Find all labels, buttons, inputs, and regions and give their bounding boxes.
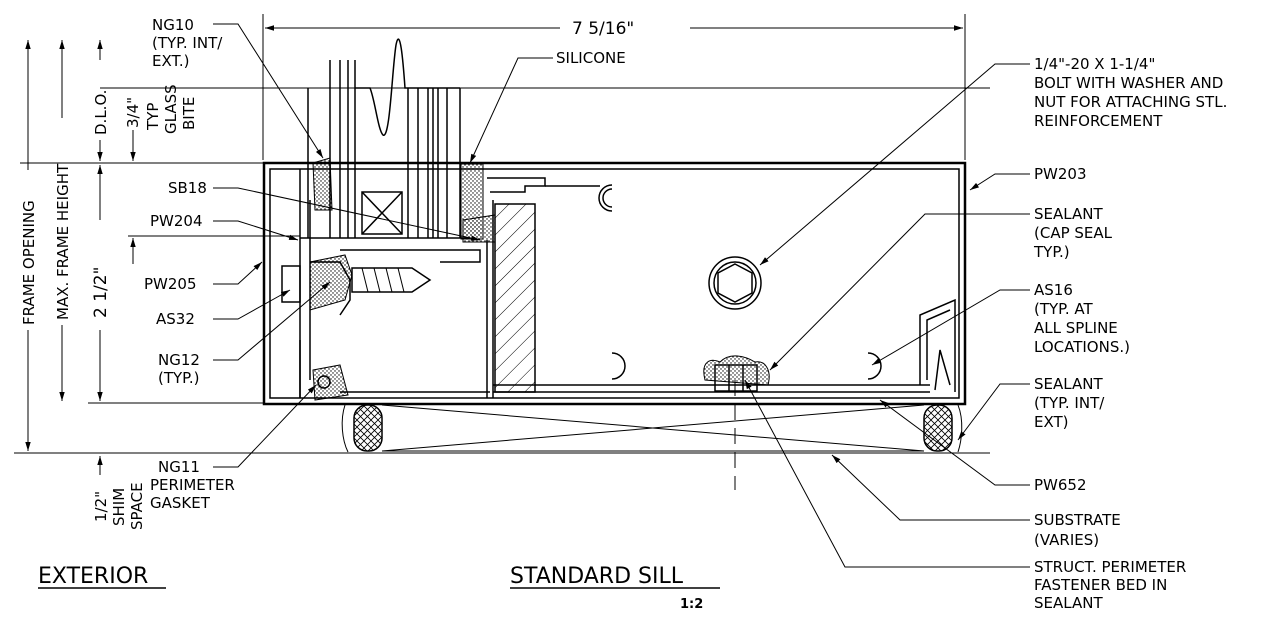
shim-text: SHIM <box>110 488 128 526</box>
pw204-callout: PW204 <box>150 212 203 230</box>
glass-bite-text-3: BITE <box>180 97 198 130</box>
dlo-label: D.L.O. <box>92 90 110 135</box>
ng12-callout: NG12(TYP.) <box>158 351 200 387</box>
pw203-callout: PW203 <box>1034 165 1087 183</box>
glass-bite-text-2: GLASS <box>162 84 180 134</box>
sealant-int-callout: SEALANT(TYP. INT/EXT) <box>1034 375 1105 431</box>
drawing-scale: 1:2 <box>680 597 703 612</box>
as32-callout: AS32 <box>156 310 195 328</box>
glass-bite-value: 3/4" <box>124 97 142 128</box>
shim-text-2: SPACE <box>128 482 146 530</box>
leader-lines <box>213 23 1030 568</box>
sb18-callout: SB18 <box>168 179 207 197</box>
max-frame-height-label: MAX. FRAME HEIGHT <box>54 163 72 320</box>
gaskets-sealants <box>309 157 963 453</box>
glass-bite-text: TYP <box>144 103 162 131</box>
substrate-callout: SUBSTRATE(VARIES) <box>1034 511 1121 549</box>
drawing-title: STANDARD SILL <box>510 564 684 589</box>
frame-opening-label: FRAME OPENING <box>20 200 38 325</box>
pw652-callout: PW652 <box>1034 476 1087 494</box>
sill-frame <box>262 161 967 406</box>
shim-value: 1/2" <box>92 491 110 522</box>
width-dimension: 7 5/16" <box>572 19 634 39</box>
ng10-callout: NG10(TYP. INT/EXT.) <box>152 16 223 70</box>
exterior-label: EXTERIOR <box>38 564 148 589</box>
bolt-assembly <box>281 256 762 490</box>
dimension-lines <box>14 14 990 475</box>
silicone-callout: SILICONE <box>556 49 626 67</box>
frame-height-label: 2 1/2" <box>91 267 111 318</box>
pw205-callout: PW205 <box>144 275 197 293</box>
